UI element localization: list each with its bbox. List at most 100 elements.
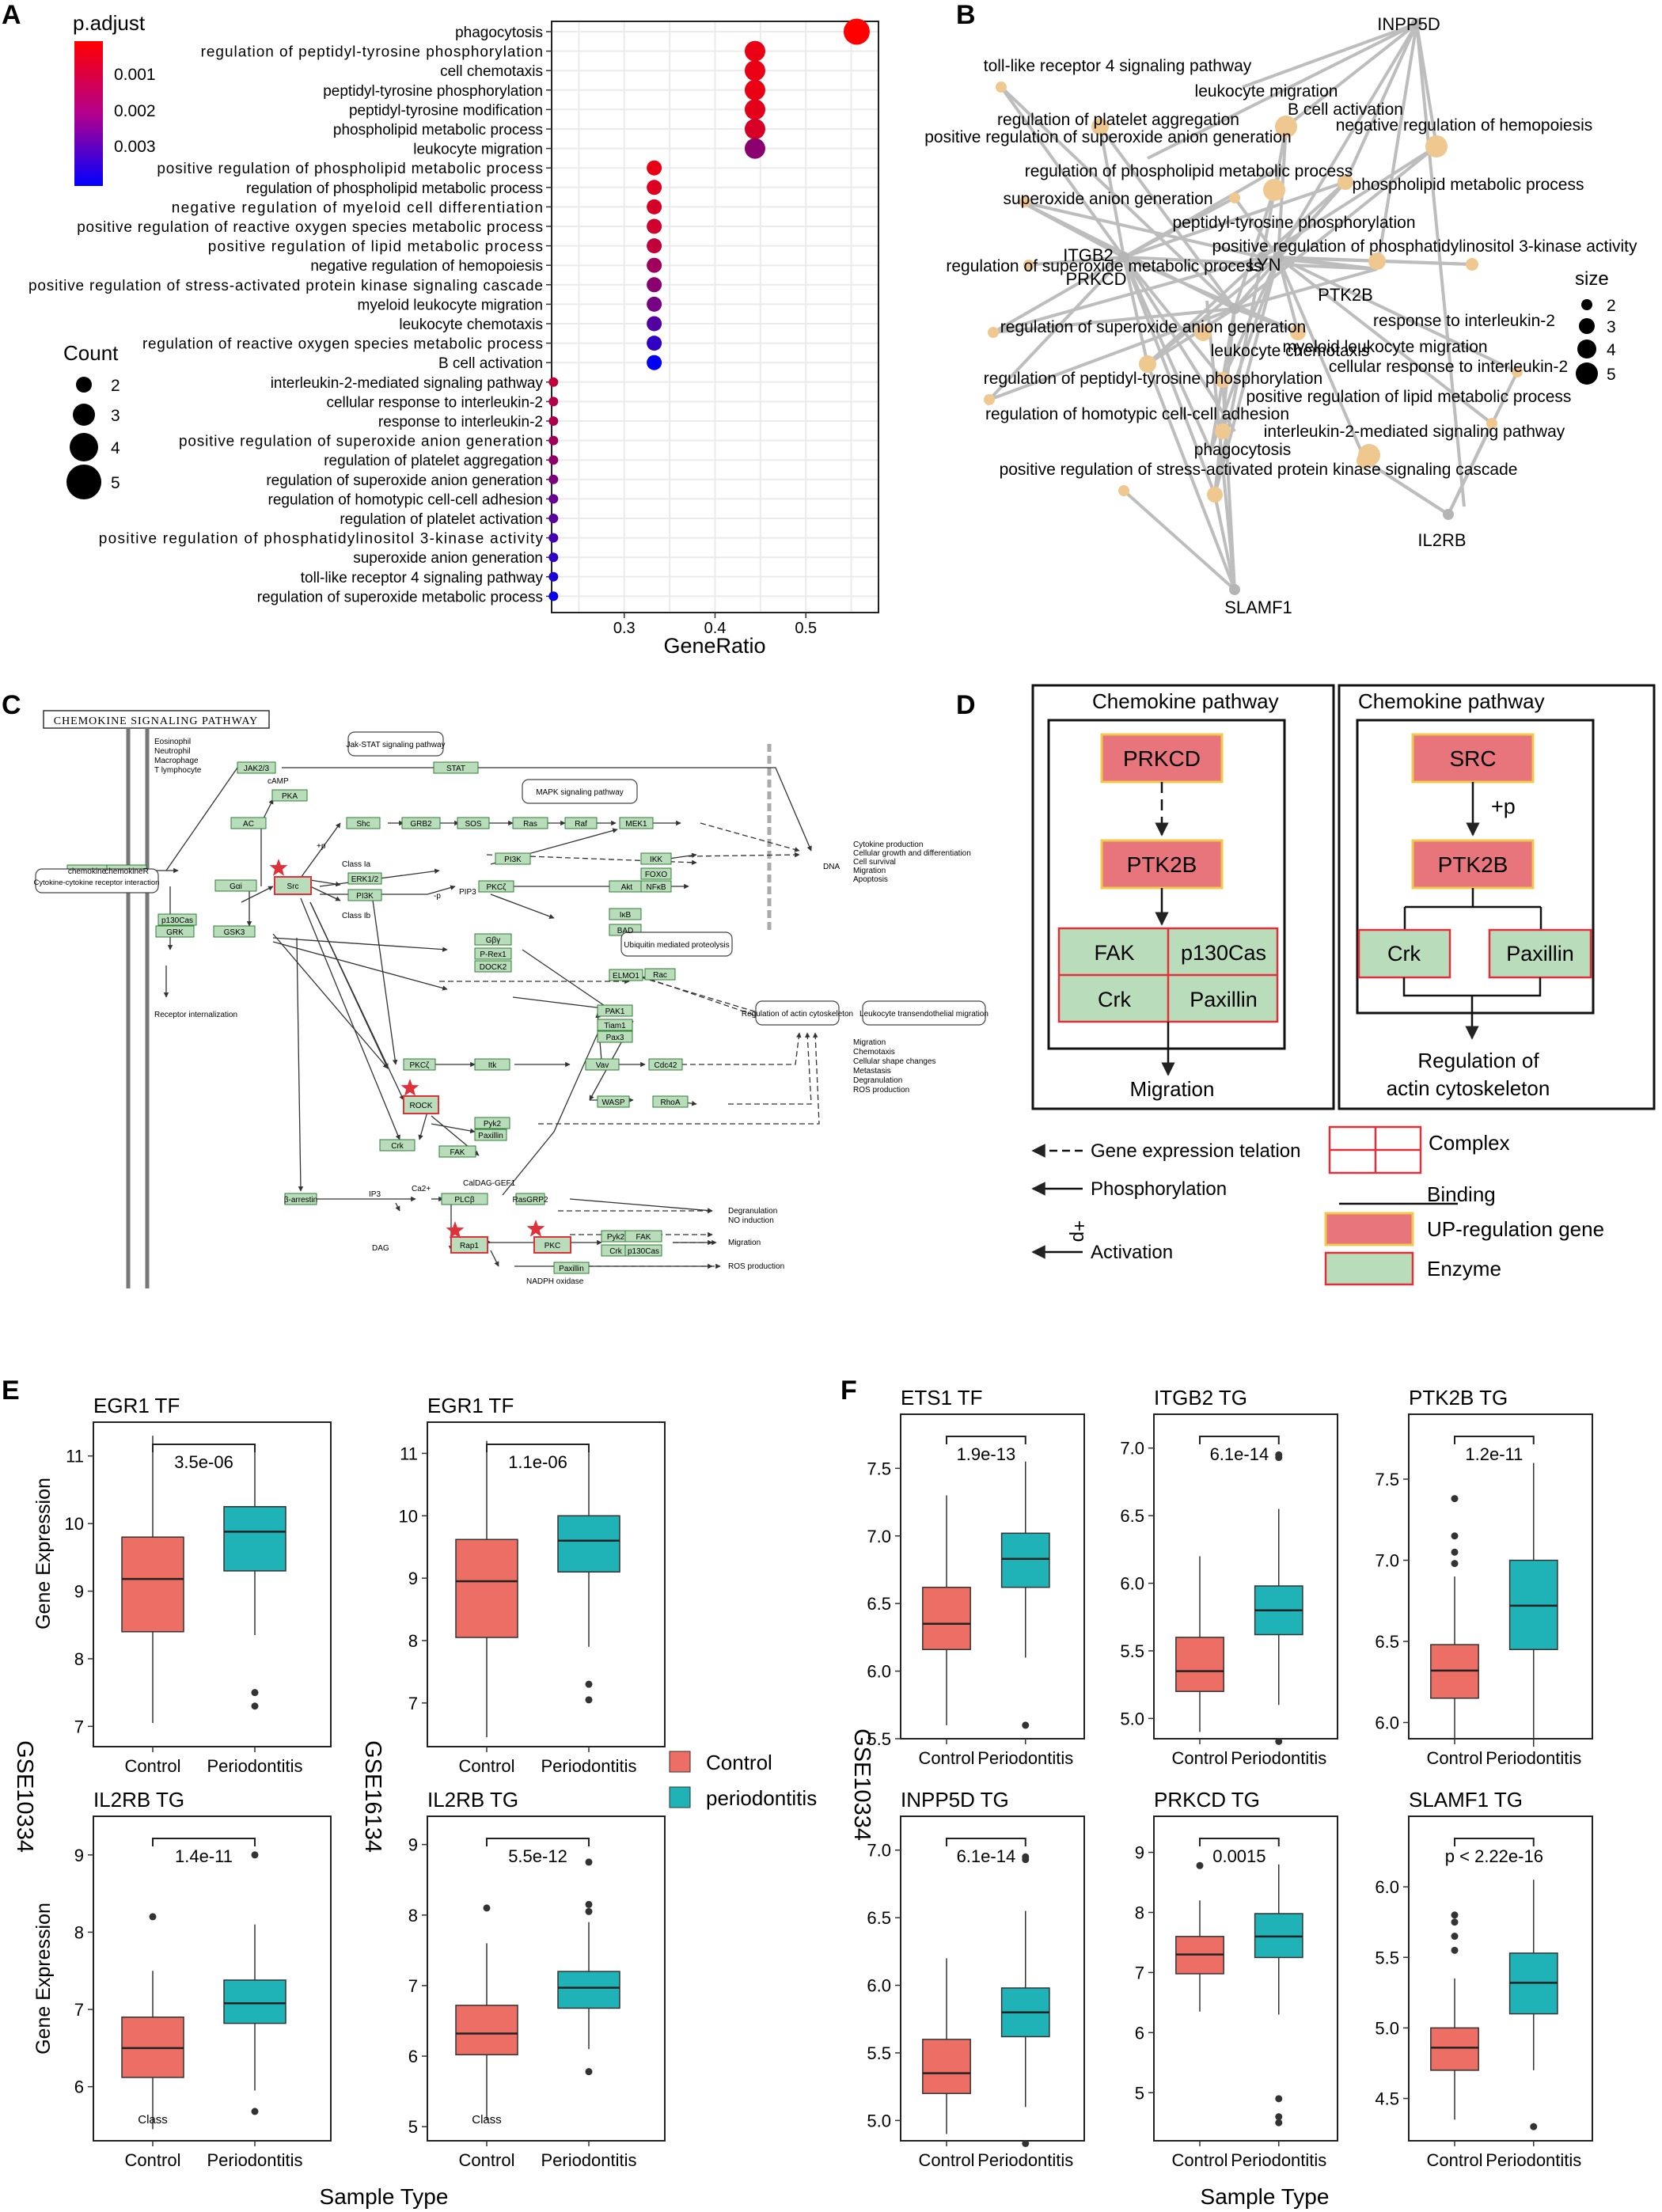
kegg-gene-box — [564, 817, 598, 829]
size-legend-dot — [1577, 340, 1596, 359]
kegg-gene-label: Paxillin — [478, 1132, 503, 1140]
term-label: regulation of homotypic cell-cell adhesi… — [985, 405, 1289, 423]
padj-tick: 0.002 — [114, 102, 156, 120]
cell-type: Neutrophil — [154, 747, 191, 756]
term-label: toll-like receptor 4 signaling pathway — [984, 57, 1252, 75]
count-legend-dot — [70, 433, 98, 461]
y-tick: 7.5 — [1375, 1470, 1399, 1489]
kegg-gene-box — [474, 1058, 510, 1071]
y-tick: 9 — [74, 1582, 84, 1602]
term-label: positive regulation of stress-activated … — [28, 278, 543, 294]
kegg-gene-box — [346, 817, 381, 829]
x-tick: Periodontitis — [1231, 2150, 1326, 2170]
outlier — [1196, 1861, 1204, 1869]
term-label: leukocyte chemotaxis — [399, 317, 543, 333]
plot-title: IL2RB TG — [93, 1788, 184, 1812]
x-tick: Control — [1427, 1748, 1483, 1768]
d-right-gene-2-label: PTK2B — [1438, 852, 1508, 877]
kegg-gene-label: STAT — [446, 765, 465, 773]
star-icon — [446, 1221, 465, 1239]
kegg-gene-box — [474, 1129, 507, 1141]
dot — [548, 514, 559, 523]
cell-type: Eosinophil — [154, 738, 191, 746]
box — [1430, 2027, 1479, 2071]
y-tick: 5.5 — [1375, 1948, 1399, 1967]
y-tick: 6.5 — [867, 1908, 891, 1928]
kegg-gene-label: SOS — [465, 820, 481, 829]
kegg-gene-box — [379, 1139, 416, 1152]
term-label: regulation of homotypic cell-cell adhesi… — [268, 491, 543, 508]
dot — [647, 199, 662, 214]
y-tick: 7.0 — [867, 1527, 891, 1546]
d-right-gene-1 — [1411, 733, 1535, 783]
y-tick: 11 — [66, 1447, 84, 1466]
term-label: B cell activation — [438, 355, 543, 372]
size-legend-dot — [1576, 362, 1598, 385]
term-label: myeloid leukocyte migration — [1282, 338, 1487, 356]
outcome: Cytokine production — [853, 840, 923, 849]
x-tick: Periodontitis — [207, 2150, 302, 2170]
term-label: positive regulation of superoxide anion … — [179, 434, 543, 450]
term-label: regulation of peptidyl-tyrosine phosphor… — [984, 370, 1322, 388]
term-label: positive regulation of reactive oxygen s… — [77, 219, 543, 236]
gene-label: INPP5D — [1377, 14, 1440, 34]
y-tick: 6.0 — [1120, 1574, 1144, 1594]
term-label: negative regulation of hemopoiesis — [310, 258, 543, 275]
kegg-gene-box — [515, 1193, 545, 1205]
d-legend-up-box — [1324, 1212, 1414, 1246]
term-label: response to interleukin-2 — [378, 414, 543, 431]
outlier — [149, 1913, 157, 1921]
term-label: phagocytosis — [455, 25, 543, 41]
kegg-gene-label: chemokineR — [104, 867, 149, 876]
dot — [647, 180, 662, 195]
kegg-gene-box — [157, 913, 197, 926]
pvalue: 3.5e-06 — [174, 1452, 233, 1472]
kegg-title-box — [43, 710, 270, 729]
kegg-gene-box — [597, 1030, 633, 1043]
y-tick: 6.0 — [1375, 1877, 1399, 1897]
dot — [647, 336, 662, 351]
term-label: positive regulation of phospholipid meta… — [157, 161, 543, 177]
gene-label: PRKCD — [1065, 269, 1126, 289]
count-legend-label: 5 — [111, 474, 120, 492]
kegg-gene-label: p130Cas — [161, 916, 193, 925]
d-left-outer — [1031, 684, 1335, 1110]
kegg-gene-box — [478, 880, 514, 893]
x-tick: 0.4 — [704, 620, 727, 637]
x-tick: Periodontitis — [1486, 1748, 1581, 1768]
kegg-gene-label: JAK2/3 — [244, 765, 270, 773]
term-label: response to interleukin-2 — [1373, 312, 1555, 330]
term-label: B cell activation — [1288, 101, 1403, 119]
panel-label-c: C — [2, 690, 21, 720]
outlier — [1451, 1933, 1459, 1941]
padj-legend-title: p.adjust — [73, 11, 146, 35]
kegg-gene-label: PKA — [282, 792, 298, 801]
jak_box — [347, 731, 444, 757]
pvalue: p < 2.22e-16 — [1445, 1846, 1543, 1866]
term-label: negative regulation of hemopoiesis — [1336, 116, 1593, 135]
kegg-gene-label: FAK — [450, 1148, 465, 1157]
size-legend-label: 5 — [1607, 366, 1616, 384]
outlier — [1022, 1721, 1030, 1729]
term-label: phospholipid metabolic process — [333, 122, 543, 138]
e-ylabel-bottom: Gene Expression — [32, 1903, 55, 2055]
term-label: regulation of platelet activation — [340, 511, 543, 528]
d-legend-complex: Complex — [1429, 1131, 1510, 1155]
y-tick: 7 — [408, 1694, 418, 1713]
d-left-complex-item: Crk — [1098, 988, 1131, 1011]
kegg-gene-box — [474, 1117, 510, 1129]
term-label: positive regulation of lipid metabolic p… — [1246, 388, 1572, 406]
d-legend-up: UP-regulation gene — [1427, 1217, 1604, 1241]
dot — [548, 533, 559, 543]
e-legend-perio: periodontitis — [706, 1786, 817, 1810]
x-tick: Periodontitis — [1231, 1748, 1326, 1768]
pvalue: 1.2e-11 — [1465, 1444, 1523, 1464]
size-legend-title: size — [1575, 268, 1609, 290]
y-tick: 5 — [408, 2117, 418, 2137]
plot-title: EGR1 TF — [427, 1394, 514, 1417]
outlier — [585, 1907, 593, 1915]
term-label: regulation of superoxide metabolic proce… — [257, 589, 543, 605]
e-dataset-right: GSE16134 — [360, 1740, 385, 1853]
kegg-gene-label: Crk — [391, 1142, 404, 1151]
